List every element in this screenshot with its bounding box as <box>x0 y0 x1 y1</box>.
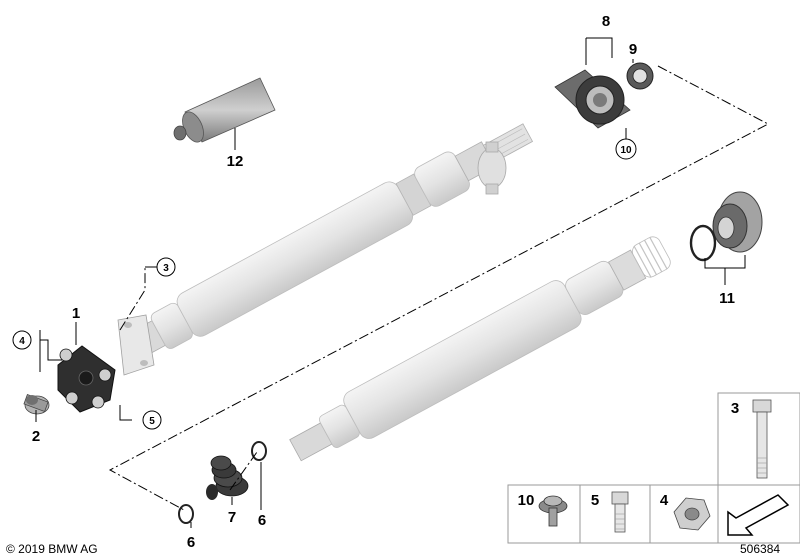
callout-3: 3 <box>163 263 169 274</box>
callout-1: 1 <box>72 305 80 322</box>
bushing-icon <box>23 394 50 415</box>
rear-driveshaft <box>289 236 671 462</box>
callout-2: 2 <box>32 428 40 445</box>
short-bolt-icon <box>611 491 629 533</box>
retaining-ring-icon <box>178 441 267 524</box>
center-bearing-icon <box>554 69 631 129</box>
flexible-disc-icon <box>57 345 116 413</box>
callout-10: 10 <box>620 145 632 156</box>
front-flange <box>117 314 155 376</box>
callout-circle-5: 5 <box>142 410 162 430</box>
ball-bearing-icon <box>626 62 654 90</box>
connection-lines <box>108 65 770 511</box>
callout-circle-4: 4 <box>12 330 32 350</box>
callout-7: 7 <box>228 509 236 526</box>
callout-circle-10: 10 <box>615 138 637 160</box>
callout-12: 12 <box>227 153 244 170</box>
callout-9: 9 <box>629 41 637 58</box>
callout-6b: 6 <box>258 512 266 529</box>
rubber-boot-icon <box>206 455 249 500</box>
fastener-legend: 10 5 4 3 <box>507 392 800 544</box>
universal-joint <box>477 141 507 195</box>
callout-circle-3: 3 <box>156 257 176 277</box>
legend-label-3: 3 <box>731 400 739 417</box>
callout-6a: 6 <box>187 534 195 551</box>
copyright-text: © 2019 BMW AG <box>6 542 98 556</box>
leader-lines <box>35 37 746 528</box>
front-driveshaft <box>117 123 534 376</box>
legend-label-10: 10 <box>518 492 535 509</box>
arrow-pointer-icon <box>727 494 790 536</box>
diagram-code: 506384 <box>740 542 780 556</box>
callout-5: 5 <box>149 416 155 427</box>
callout-4: 4 <box>19 336 25 347</box>
legend-label-5: 5 <box>591 492 599 509</box>
o-ring-icon <box>689 224 717 262</box>
flange-nut-icon <box>712 191 763 253</box>
grease-tube-icon <box>173 77 276 143</box>
hex-bolt-icon <box>752 399 772 479</box>
legend-label-4: 4 <box>660 492 669 509</box>
callout-8: 8 <box>602 13 610 30</box>
callout-11: 11 <box>719 290 735 307</box>
torx-bolt-icon <box>538 495 568 527</box>
self-locking-nut-icon <box>673 497 711 531</box>
